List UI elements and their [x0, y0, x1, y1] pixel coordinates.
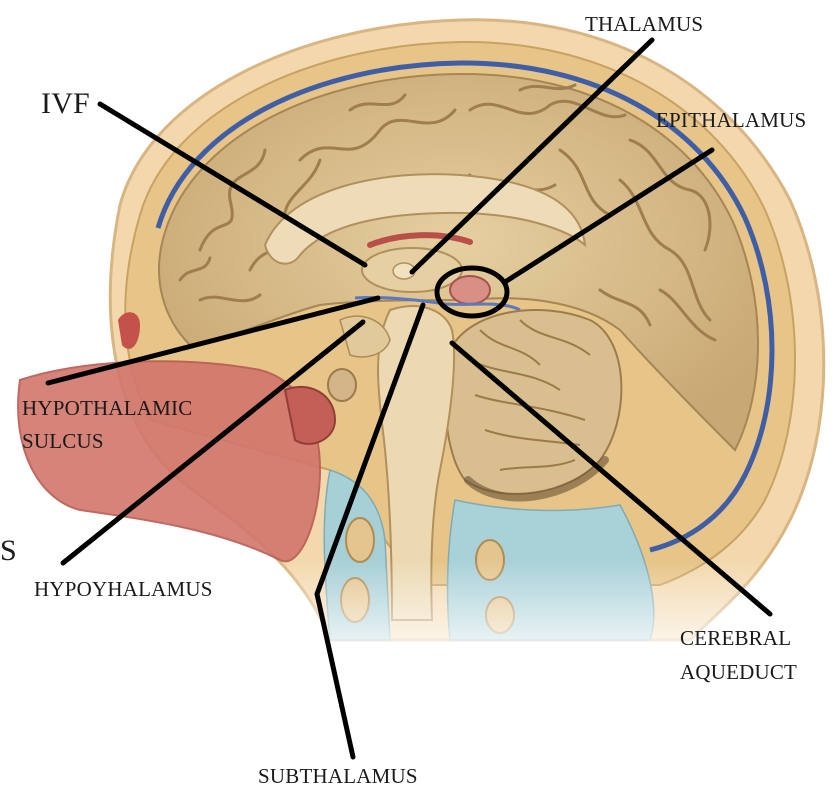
label-hypothalamic-sulcus-line1: HYPOTHALAMIC [22, 396, 192, 420]
pineal-region [450, 276, 490, 304]
pituitary [328, 369, 356, 401]
label-ivf: IVF [41, 87, 90, 120]
label-thalamus: THALAMUS [585, 12, 703, 36]
label-cerebral-aqueduct-line2: AQUEDUCT [680, 660, 797, 684]
label-subthalamus: SUBTHALAMUS [258, 764, 418, 788]
label-hypothalamus: HYPOYHALAMUS [34, 577, 213, 601]
label-cerebral-aqueduct-line1: CEREBRAL [680, 626, 791, 650]
label-cut-off-letter: S [0, 534, 17, 567]
label-hypothalamic-sulcus-line2: SULCUS [22, 429, 104, 453]
label-epithalamus: EPITHALAMUS [656, 108, 806, 132]
